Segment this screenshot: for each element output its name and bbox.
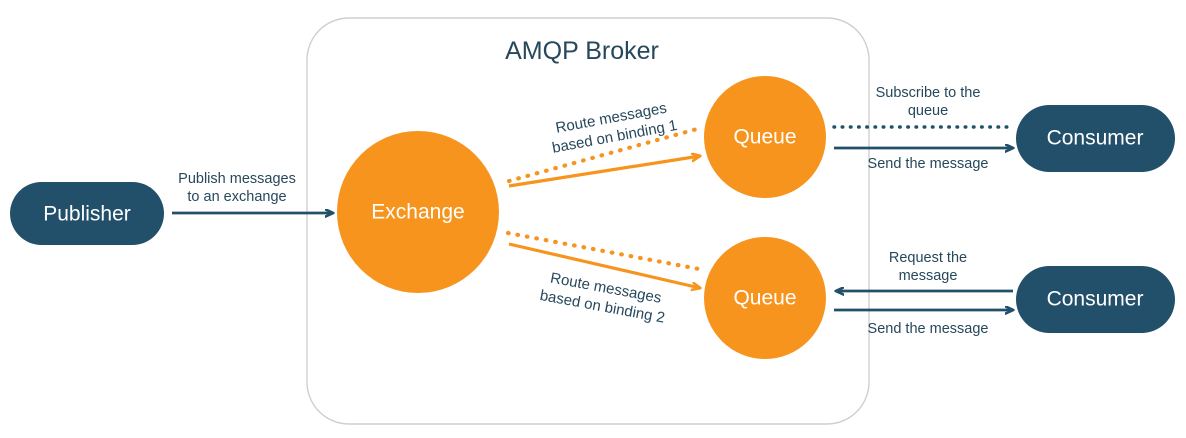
exchange-label: Exchange [371,201,464,224]
queue-bottom-label: Queue [733,287,796,310]
request-edge-label-line2: message [899,268,958,284]
binding1-solid-arrow [508,156,700,188]
binding2-solid-arrow [508,242,700,288]
subscribe-edge-label-line2: queue [908,103,948,119]
consumer-bottom-node[interactable] [1016,266,1175,333]
binding1-dotted-line [506,126,700,184]
consumer-top-label: Consumer [1047,127,1144,150]
binding2-dotted-line [505,230,702,272]
publish-edge-label-line2: to an exchange [187,189,286,205]
queue-top-node[interactable] [704,76,826,198]
request-edge-label-line1: Request the [889,250,967,266]
queue-top-label: Queue [733,126,796,149]
consumer-bottom-label: Consumer [1047,288,1144,311]
send-bottom-edge-label: Send the message [868,321,989,337]
amqp-broker-title: AMQP Broker [505,37,659,65]
queue-bottom-node[interactable] [704,237,826,359]
publisher-label: Publisher [43,203,131,226]
consumer-top-node[interactable] [1016,105,1175,172]
send-top-edge-label: Send the message [868,156,989,172]
subscribe-edge-label-line1: Subscribe to the [876,85,981,101]
publish-edge-label-line1: Publish messages [178,171,296,187]
publisher-node[interactable] [10,182,164,245]
exchange-node[interactable] [337,131,499,293]
